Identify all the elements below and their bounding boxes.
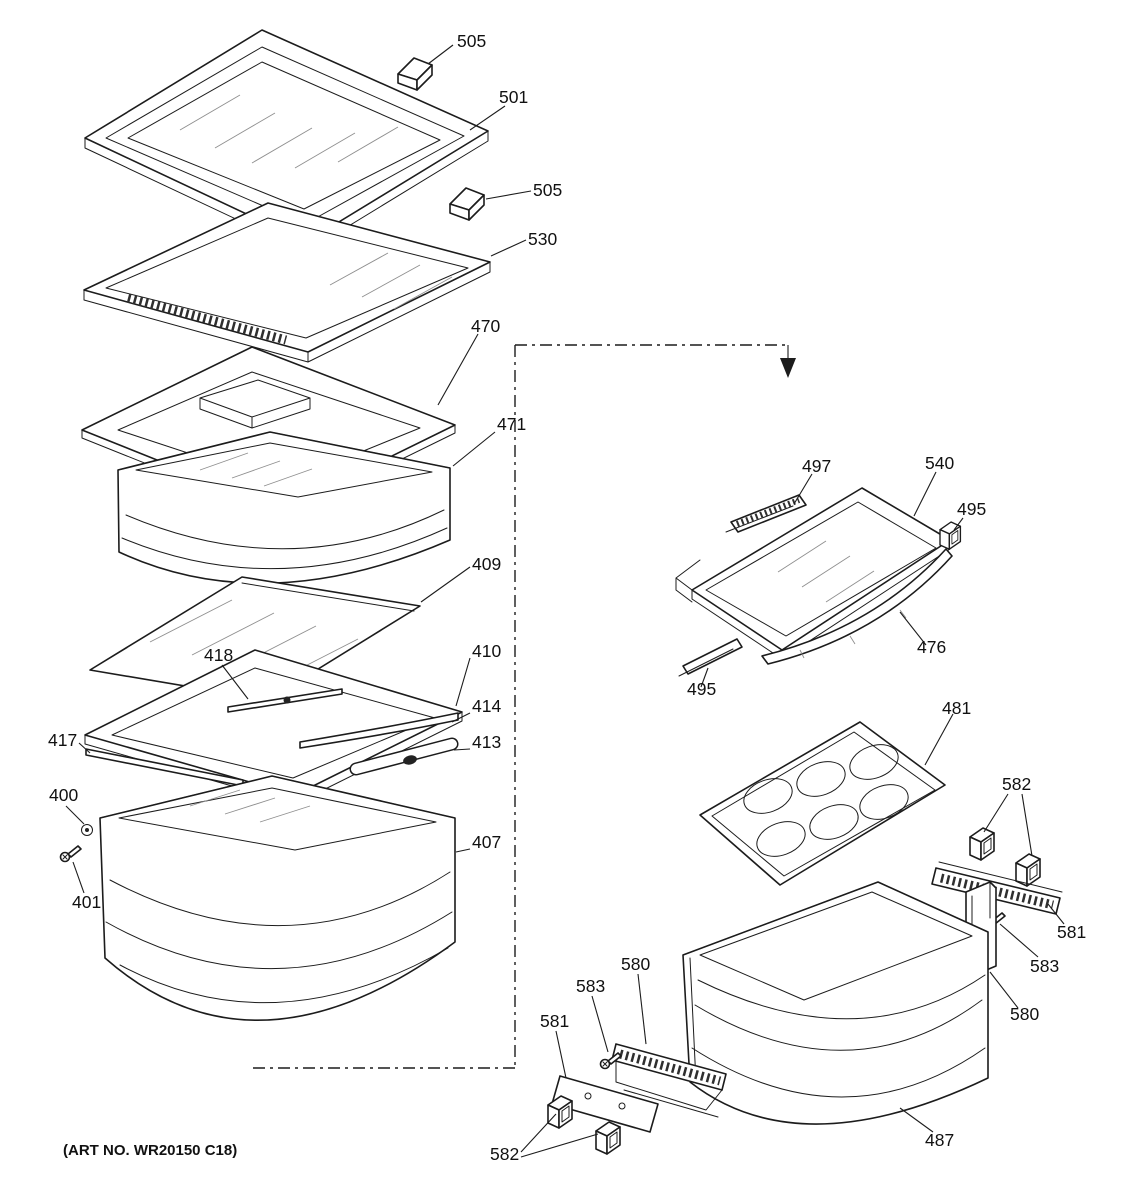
callout-580-right: 580	[1010, 1004, 1039, 1024]
clip-582-right-1	[969, 827, 995, 861]
callout-583-left: 583	[576, 976, 605, 996]
section-boundary	[250, 344, 796, 1069]
callout-401: 401	[72, 892, 101, 912]
down-arrow-icon	[780, 358, 796, 378]
front-trim-414	[299, 712, 459, 749]
door-bin-487	[682, 881, 989, 1125]
callout-497: 497	[802, 456, 831, 476]
callout-581-right: 581	[1057, 922, 1086, 942]
callout-581-left: 581	[540, 1011, 569, 1031]
callout-413: 413	[472, 732, 501, 752]
lower-drawer-407	[99, 775, 456, 1022]
slide-shelf-530	[83, 202, 491, 363]
clip-582-left-2	[595, 1121, 621, 1155]
callout-409: 409	[472, 554, 501, 574]
callout-476: 476	[917, 637, 946, 657]
rail-580-left	[611, 1043, 727, 1118]
glass-pane-409	[89, 576, 421, 701]
callout-495-right: 495	[957, 499, 986, 519]
roller-handle-413	[349, 737, 459, 776]
callout-400: 400	[49, 785, 78, 805]
callout-418: 418	[204, 645, 233, 665]
callout-501: 501	[499, 87, 528, 107]
callout-505-top: 505	[457, 31, 486, 51]
clip-505-mid	[449, 187, 485, 221]
grommet-400	[81, 824, 93, 836]
callout-505-mid: 505	[533, 180, 562, 200]
plate-581-left	[551, 1075, 659, 1133]
callout-470: 470	[471, 316, 500, 336]
callout-407: 407	[472, 832, 501, 852]
screw-401	[59, 845, 82, 863]
callout-417: 417	[48, 730, 77, 750]
callout-495-left: 495	[687, 679, 716, 699]
callout-471: 471	[497, 414, 526, 434]
callout-410: 410	[472, 641, 501, 661]
support-rod-418	[227, 688, 343, 713]
callout-583-right: 583	[1030, 956, 1059, 976]
callout-487: 487	[925, 1130, 954, 1150]
callout-540: 540	[925, 453, 954, 473]
callout-labels: 505 501 505 530 470 471 409 418 410 414 …	[48, 31, 1086, 1164]
leader-lines	[65, 44, 1065, 1158]
callout-530: 530	[528, 229, 557, 249]
gallery-shelf-540	[675, 487, 951, 660]
callout-414: 414	[472, 696, 501, 716]
egg-tray-481	[699, 721, 946, 886]
middle-drawer-471	[117, 431, 451, 585]
callout-582-left: 582	[490, 1144, 519, 1164]
pan-frame-410	[84, 649, 463, 805]
shelf-trim-497	[725, 494, 807, 533]
callout-582-right: 582	[1002, 774, 1031, 794]
art-number: (ART NO. WR20150 C18)	[63, 1142, 237, 1159]
clip-582-left-1	[547, 1095, 573, 1129]
shelf-front-476	[761, 548, 953, 665]
callout-580-left: 580	[621, 954, 650, 974]
rail-581-right	[931, 861, 1063, 915]
end-cap-495-left	[678, 638, 743, 677]
callout-481: 481	[942, 698, 971, 718]
clip-505-top	[397, 57, 433, 91]
